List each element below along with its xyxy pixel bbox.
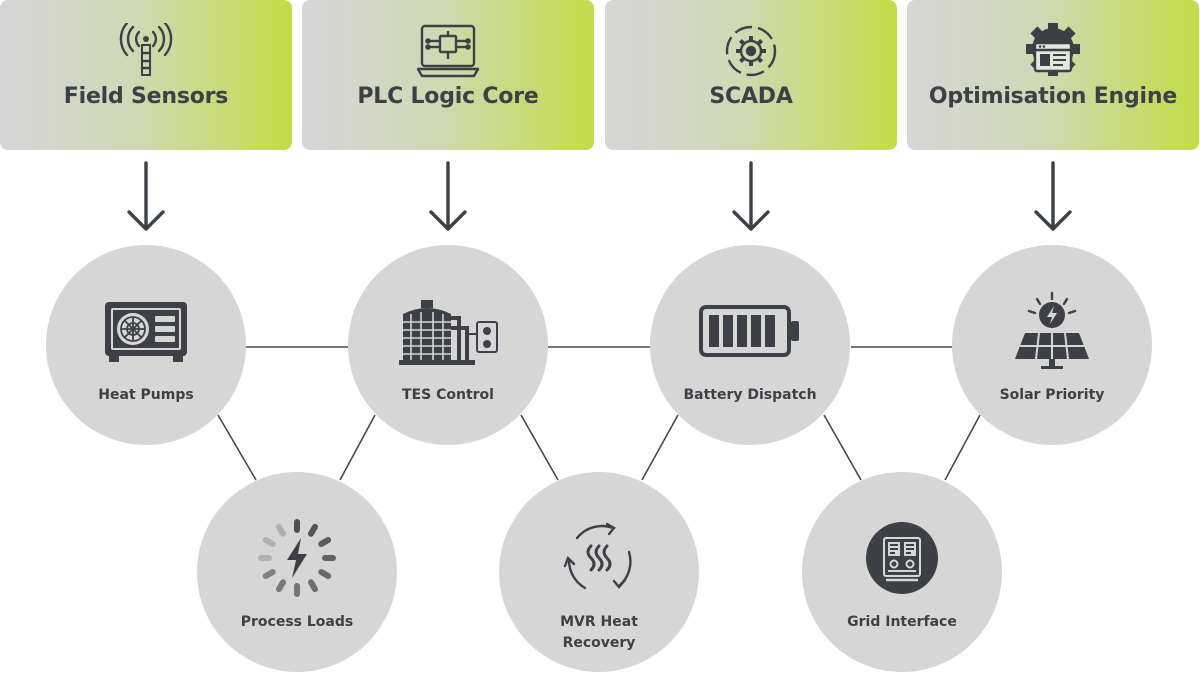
node-label: Process Loads <box>240 614 354 630</box>
node-heat-pumps: Heat Pumps <box>46 245 246 445</box>
link-battery-mvr <box>641 414 679 481</box>
header-title: SCADA <box>709 84 793 109</box>
arrow-down-icon <box>429 161 467 231</box>
node-tes-control: TES Control <box>348 245 548 445</box>
lightning-loading-icon <box>242 518 352 598</box>
header-optimisation-engine: Optimisation Engine <box>907 0 1199 150</box>
node-label: Solar Priority <box>999 387 1105 403</box>
node-label: Grid Interface <box>847 614 957 630</box>
spinner-dash <box>276 523 286 537</box>
link-tes-mvr <box>520 414 559 481</box>
spinner-dash <box>262 537 276 547</box>
spinner-dash <box>262 569 276 579</box>
link-heat-pumps-process <box>217 414 257 481</box>
heat-pump-icon <box>91 291 201 371</box>
heat-recovery-icon <box>544 518 654 598</box>
spinner-dash <box>308 579 318 593</box>
spinner-dash <box>318 537 332 547</box>
header-title: PLC Logic Core <box>357 84 539 109</box>
link-battery-grid <box>823 414 862 481</box>
spinner-dash <box>308 523 318 537</box>
node-label: TES Control <box>402 387 494 403</box>
node-battery-dispatch: Battery Dispatch <box>650 245 850 445</box>
link-tes-process <box>339 414 376 481</box>
storage-tank-icon <box>393 291 503 371</box>
circuit-board-icon <box>416 22 480 80</box>
arrow-down-icon <box>732 161 770 231</box>
battery-icon <box>695 291 805 371</box>
header-plc-logic-core: PLC Logic Core <box>302 0 594 150</box>
control-panel-icon <box>847 518 957 598</box>
gear-window-icon <box>1021 22 1085 80</box>
node-label: MVR Heat Recovery <box>560 614 638 651</box>
solar-panel-icon <box>997 291 1107 371</box>
arrow-down-icon <box>127 161 165 231</box>
node-grid-interface: Grid Interface <box>802 472 1002 672</box>
link-solar-grid <box>944 414 981 481</box>
node-label: Battery Dispatch <box>683 387 817 403</box>
node-process-loads: Process Loads <box>197 472 397 672</box>
node-solar-priority: Solar Priority <box>952 245 1152 445</box>
node-label: Heat Pumps <box>98 387 194 403</box>
header-title: Optimisation Engine <box>928 84 1178 109</box>
spinner-dash <box>318 569 332 579</box>
node-mvr-heat-recovery: MVR Heat Recovery <box>499 472 699 672</box>
spinner-dash <box>276 579 286 593</box>
antenna-icon <box>114 22 178 80</box>
header-scada: SCADA <box>605 0 897 150</box>
header-field-sensors: Field Sensors <box>0 0 292 150</box>
gear-icon <box>719 22 783 80</box>
arrow-down-icon <box>1034 161 1072 231</box>
header-title: Field Sensors <box>63 84 229 109</box>
